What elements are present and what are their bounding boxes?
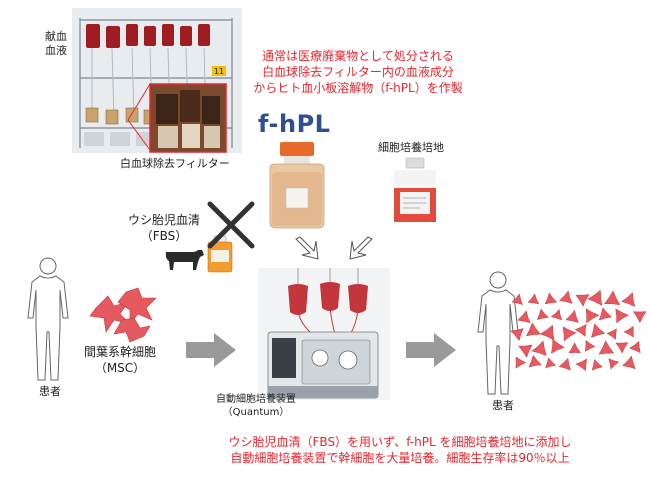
cell-shape [545, 357, 557, 369]
culture-medium-bottle [394, 157, 436, 222]
cell-shape [621, 355, 636, 370]
cell-shape [518, 344, 533, 358]
arrow-medium-down-icon [349, 236, 373, 260]
cell-shape [551, 338, 565, 354]
cell-shape [632, 311, 647, 324]
cell-shape [528, 354, 542, 368]
cell-shape [531, 340, 547, 357]
msc-cells [89, 287, 157, 343]
cell-shape [629, 340, 641, 354]
cell-shape [565, 309, 579, 323]
donated-blood-label: 献血 血液 [45, 30, 67, 57]
cell-shape [525, 322, 542, 337]
cell-shape [585, 308, 600, 324]
footer-text: ウシ胎児血清（FBS）を用いず、f-hPL を細胞培養培地に添加し 自動細胞培養… [228, 435, 572, 465]
cell-shape [598, 340, 615, 355]
cell-shape [604, 290, 621, 306]
bag-tag-text: 11 [214, 67, 224, 76]
patient-left-label: 患者 [39, 385, 61, 398]
quantum-device-photo [258, 268, 390, 400]
cell-shape [574, 323, 587, 337]
cell-shape [591, 359, 603, 371]
cell-shape [527, 293, 540, 305]
cell-shape [575, 358, 588, 372]
cell-shape [544, 292, 558, 305]
device-label: 自動細胞培養装置 （Quantum） [216, 394, 296, 418]
cell-shape [621, 292, 636, 307]
arrow-to-patient-icon [406, 333, 456, 367]
cell-shape [615, 308, 629, 324]
patient-right-label: 患者 [492, 399, 514, 412]
cell-shape [558, 290, 573, 304]
cell-shape [608, 358, 620, 370]
leukocyte-filter-photo [149, 83, 227, 153]
patient-right-figure [477, 271, 519, 395]
cell-shape [606, 328, 617, 340]
cell-shape [591, 323, 606, 338]
msc-label: 間葉系幹細胞 （MSC） [83, 345, 156, 375]
cell-shape [623, 325, 634, 338]
cross-out-icon [207, 201, 255, 249]
cell-shape [517, 310, 531, 324]
cell-shape [511, 293, 523, 305]
cell-shape [550, 308, 563, 321]
cow-icon [165, 250, 204, 270]
cell-shape [598, 307, 613, 321]
leukocyte-filter-label: 白血球除去フィルター [120, 157, 230, 170]
culture-medium-label: 細胞培養培地 [378, 141, 444, 154]
fhpl-title: f-hPL [258, 110, 331, 138]
cell-shape [615, 342, 629, 354]
cell-shape [568, 342, 581, 354]
fhpl-bottle [269, 142, 325, 229]
cell-shape [558, 357, 571, 371]
expanded-cell-mass [510, 289, 647, 372]
cell-shape [562, 326, 577, 342]
fbs-label: ウシ胎児血清 （FBS） [127, 213, 200, 243]
cell-shape [539, 324, 555, 341]
patient-left-figure [27, 257, 69, 381]
cell-shape [510, 328, 524, 342]
cell-shape [515, 356, 527, 369]
cell-shape [575, 294, 590, 307]
cell-shape [584, 339, 596, 352]
arrow-fhpl-down-icon [295, 236, 319, 260]
headline-text: 通常は医療廃棄物として処分される 白血球除去フィルター内の血液成分 からヒト血小… [253, 49, 463, 95]
arrow-to-device-icon [186, 333, 236, 367]
cell-shape [536, 308, 549, 320]
cell-shape [587, 289, 603, 306]
